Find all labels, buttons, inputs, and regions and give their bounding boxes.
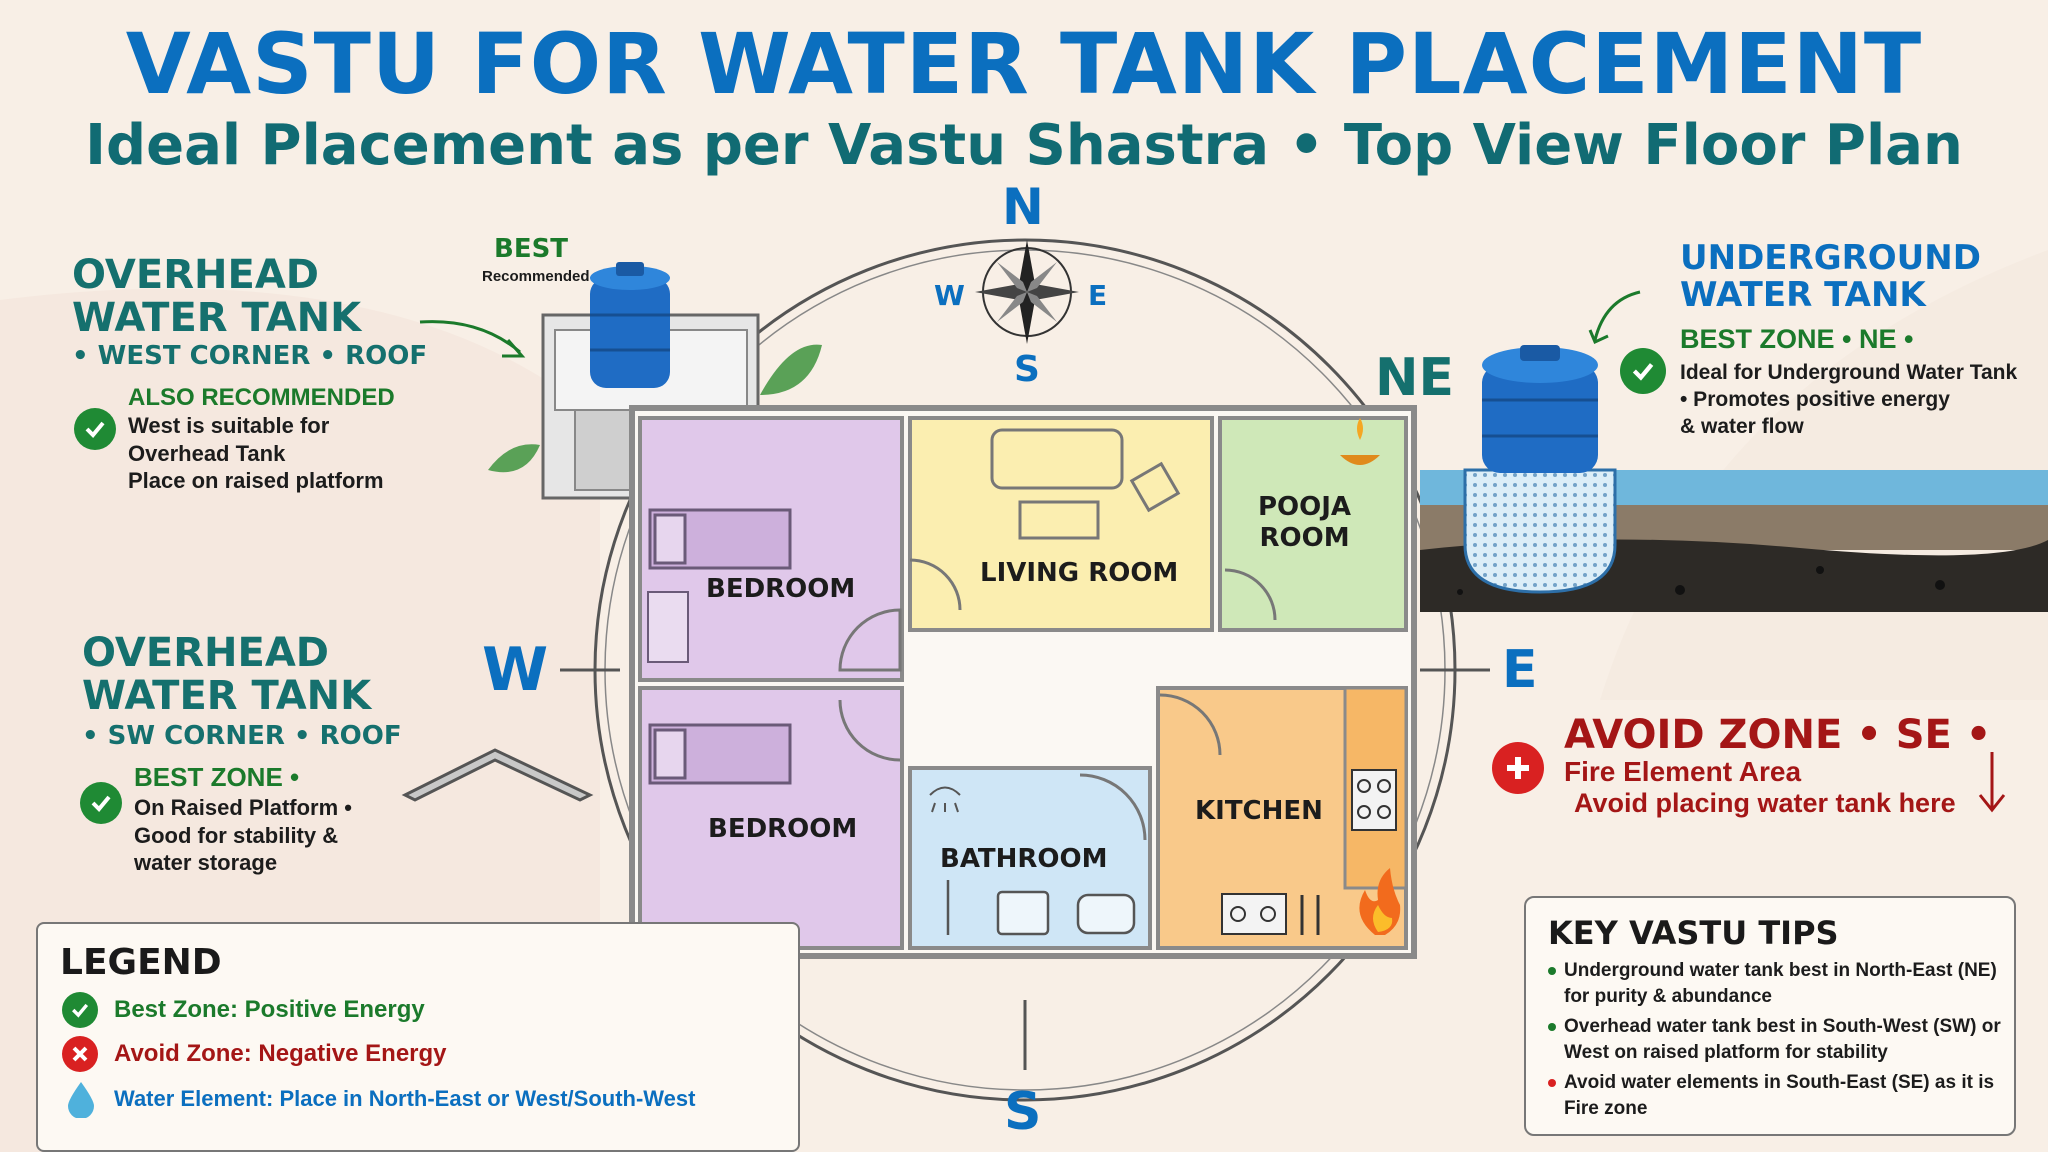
overhead-west-title: OVERHEAD WATER TANK <box>72 252 362 342</box>
room-label-bedroom-bottom: BEDROOM <box>708 814 858 844</box>
shower-icon <box>929 786 961 813</box>
tip-item: Overhead water tank best in South-West (… <box>1548 1014 2014 1065</box>
legend-water: Water Element: Place in North-East or We… <box>114 1086 696 1111</box>
overhead-sw-heading: BEST ZONE • <box>134 762 300 792</box>
diya-icon <box>1340 418 1380 465</box>
room-label-living: LIVING ROOM <box>980 558 1179 588</box>
overhead-west-location: • WEST CORNER • ROOF <box>72 341 428 371</box>
roof-illustration <box>401 748 594 802</box>
leaf-decoration <box>760 344 822 395</box>
overhead-west-details: West is suitable for Overhead Tank Place… <box>128 413 384 493</box>
utensils-icon <box>1300 895 1320 935</box>
page-title: VASTU FOR WATER TANK PLACEMENT <box>125 15 1923 113</box>
room-label-bathroom: BATHROOM <box>940 844 1108 874</box>
overhead-sw-title: OVERHEAD WATER TANK <box>82 630 372 720</box>
compass-rose <box>975 240 1079 344</box>
tip-item: Underground water tank best in North-Eas… <box>1548 958 2014 1009</box>
direction-e-label: E <box>1502 640 1538 700</box>
room-label-bedroom-top: BEDROOM <box>706 574 856 604</box>
avoid-line1: Fire Element Area <box>1564 756 1802 787</box>
room-label-pooja: POOJA ROOM <box>1258 492 1352 554</box>
legend-title: LEGEND <box>60 942 222 983</box>
compass-south-label: S <box>1014 349 1040 390</box>
compass-north-label: N <box>1002 178 1044 236</box>
tips-panel: KEY VASTU TIPS Underground water tank be… <box>1524 896 2016 1136</box>
tip-item: Avoid water elements in South-East (SE) … <box>1548 1070 2014 1121</box>
close-icon <box>62 1036 98 1072</box>
overhead-sw-details: On Raised Platform • Good for stability … <box>134 795 352 875</box>
best-badge-sub: Recommended <box>482 268 590 285</box>
stove-icon <box>1221 769 1397 935</box>
avoid-heading: AVOID ZONE • SE • <box>1564 712 1992 758</box>
avoid-icon <box>1492 742 1544 794</box>
compass-west-label: W <box>934 279 965 312</box>
check-icon <box>74 408 116 450</box>
underground-heading: BEST ZONE • NE • <box>1680 324 1914 354</box>
room-label-kitchen: KITCHEN <box>1195 796 1323 826</box>
legend-avoid: Avoid Zone: Negative Energy <box>114 1040 447 1067</box>
overhead-west-heading: ALSO RECOMMENDED <box>128 384 395 411</box>
avoid-line2: Avoid placing water tank here <box>1574 788 1956 818</box>
check-icon <box>62 992 98 1028</box>
fire-icon <box>1359 868 1401 935</box>
legend-best: Best Zone: Positive Energy <box>114 996 425 1023</box>
underground-tank-illustration <box>1463 345 1617 594</box>
pooja-room <box>1218 416 1408 632</box>
water-drop-icon <box>66 1080 96 1123</box>
tips-title: KEY VASTU TIPS <box>1548 914 1839 952</box>
underground-title: UNDERGROUND WATER TANK <box>1680 238 1981 315</box>
best-badge: BEST <box>494 234 569 264</box>
check-icon <box>1620 348 1666 394</box>
underground-details: Ideal for Underground Water Tank • Promo… <box>1680 361 2018 438</box>
check-icon <box>80 782 122 824</box>
direction-s-label: S <box>1004 1082 1042 1142</box>
compass-east-label: E <box>1088 279 1108 312</box>
living-room <box>908 416 1214 632</box>
arrow-down-icon <box>1978 752 2006 813</box>
page-subtitle: Ideal Placement as per Vastu Shastra • T… <box>85 113 1963 178</box>
direction-ne-label: NE <box>1375 348 1455 408</box>
overhead-sw-location: • SW CORNER • ROOF <box>82 721 402 751</box>
legend-panel: LEGEND Best Zone: Positive Energy Avoid … <box>36 922 800 1152</box>
leaf-decoration <box>488 444 540 473</box>
direction-w-label: W <box>482 635 549 705</box>
